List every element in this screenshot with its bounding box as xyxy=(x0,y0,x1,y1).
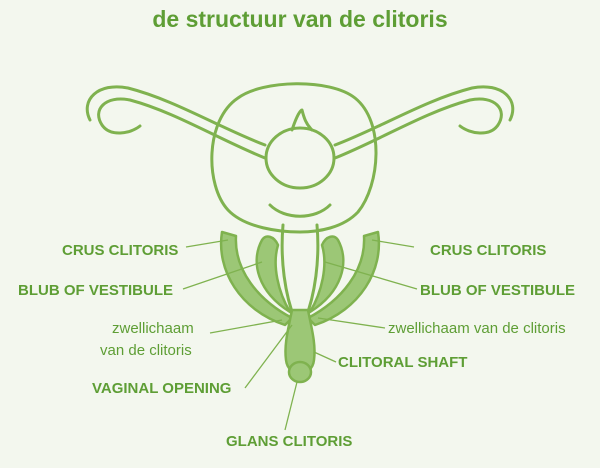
label-bulb-right: BLUB OF VESTIBULE xyxy=(420,282,576,299)
right-tube-outline xyxy=(333,97,503,160)
label-crus-left: CRUS CLITORIS xyxy=(62,242,179,259)
label-body-right: zwellichaam van de clitoris xyxy=(388,320,566,337)
label-vaginal-opening: VAGINAL OPENING xyxy=(92,380,232,397)
uterus-outline xyxy=(210,82,378,234)
right-bulb-shape xyxy=(308,235,345,314)
diagram-title: de structuur van de clitoris xyxy=(152,6,448,32)
label-body-left-line2: van de clitoris xyxy=(100,342,192,359)
left-tube-outline xyxy=(97,97,267,160)
label-bulb-left: BLUB OF VESTIBULE xyxy=(18,282,174,299)
label-crus-right: CRUS CLITORIS xyxy=(430,242,547,259)
left-bulb-shape xyxy=(255,235,292,314)
glans-shape xyxy=(287,360,313,384)
label-clitoral-shaft: CLITORAL SHAFT xyxy=(338,354,468,371)
label-body-left-line1: zwellichaam xyxy=(112,320,194,337)
central-circle-outline xyxy=(264,126,336,190)
label-glans-clitoris: GLANS CLITORIS xyxy=(226,433,353,450)
